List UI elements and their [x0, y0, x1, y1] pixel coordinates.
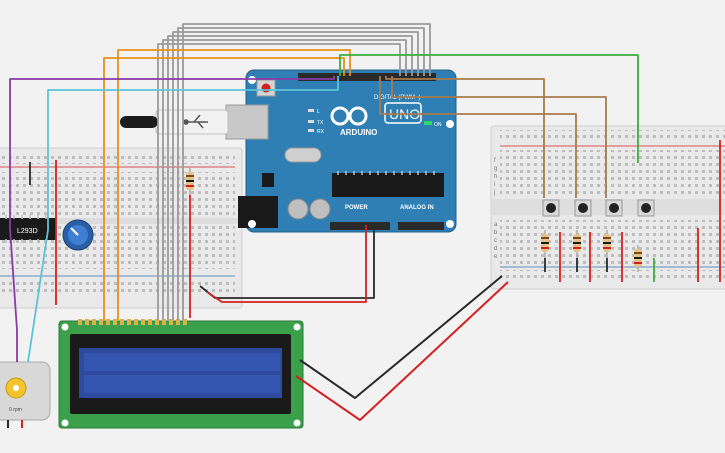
digital-header[interactable]: [298, 73, 436, 81]
wire[interactable]: [339, 54, 639, 163]
resistor[interactable]: [634, 245, 642, 272]
on-label: ON: [434, 122, 442, 128]
row-label: b: [494, 230, 498, 236]
usb-connector: [225, 104, 269, 140]
arduino-brand-label: ARDUINO: [340, 128, 377, 137]
row-label: h: [494, 174, 497, 180]
lcd-character-cells: [84, 353, 280, 393]
row-label: j: [493, 190, 495, 196]
analog-header[interactable]: [398, 222, 444, 230]
wire[interactable]: [157, 43, 401, 320]
push-button[interactable]: [637, 199, 655, 217]
lcd-16x2[interactable]: [58, 319, 304, 429]
l293d-label: L293D: [17, 228, 38, 235]
wire[interactable]: [162, 39, 407, 320]
resistor[interactable]: [186, 168, 194, 195]
wire[interactable]: [177, 27, 425, 320]
resistor[interactable]: [573, 230, 581, 258]
wire[interactable]: [167, 35, 413, 320]
wire[interactable]: [391, 76, 607, 198]
capacitor: [309, 198, 331, 220]
wire[interactable]: [9, 76, 335, 362]
wire[interactable]: [182, 23, 431, 320]
crystal-oscillator: [284, 147, 322, 163]
lcd-pin-header[interactable]: [78, 319, 187, 325]
row-label: c: [494, 238, 497, 244]
row-label: a: [494, 222, 498, 228]
wire[interactable]: [295, 281, 509, 421]
wire[interactable]: [117, 49, 351, 320]
wire[interactable]: [385, 76, 545, 198]
row-label: d: [494, 246, 497, 252]
row-label: g: [494, 166, 497, 172]
wire[interactable]: [299, 275, 503, 399]
rx-label: RX: [317, 129, 325, 135]
wire[interactable]: [172, 31, 419, 320]
wire[interactable]: [103, 57, 345, 320]
power-jack: [238, 196, 278, 228]
usb-icon: [183, 114, 208, 129]
motor-rpm-label: 0 rpm: [9, 407, 22, 413]
potentiometer[interactable]: [62, 219, 94, 251]
analog-label: ANALOG IN: [400, 205, 434, 211]
tx-label: TX: [317, 120, 324, 126]
power-header[interactable]: [330, 222, 390, 230]
atmega-chip: [332, 173, 444, 197]
dc-motor[interactable]: 0 rpm: [0, 361, 51, 428]
row-label: i: [494, 182, 495, 188]
row-label: e: [494, 254, 498, 260]
resistor[interactable]: [541, 230, 549, 258]
row-label: f: [494, 158, 496, 164]
power-label: POWER: [345, 205, 368, 211]
capacitor: [287, 198, 309, 220]
resistor[interactable]: [603, 230, 611, 258]
push-button[interactable]: [605, 199, 623, 217]
push-button[interactable]: [542, 199, 560, 217]
l-label: L: [317, 109, 320, 115]
voltage-regulator: [262, 173, 274, 187]
wire[interactable]: [27, 76, 339, 363]
digital-label: DIGITAL (PWM~): [374, 95, 421, 101]
wire[interactable]: [379, 76, 577, 198]
push-button[interactable]: [574, 199, 592, 217]
arduino-logo-icon: [330, 106, 368, 126]
arduino-uno-board[interactable]: ARDUINO UNO DIGITAL (PWM~) ON L TX RX PO…: [120, 69, 457, 233]
wire[interactable]: [206, 225, 367, 303]
